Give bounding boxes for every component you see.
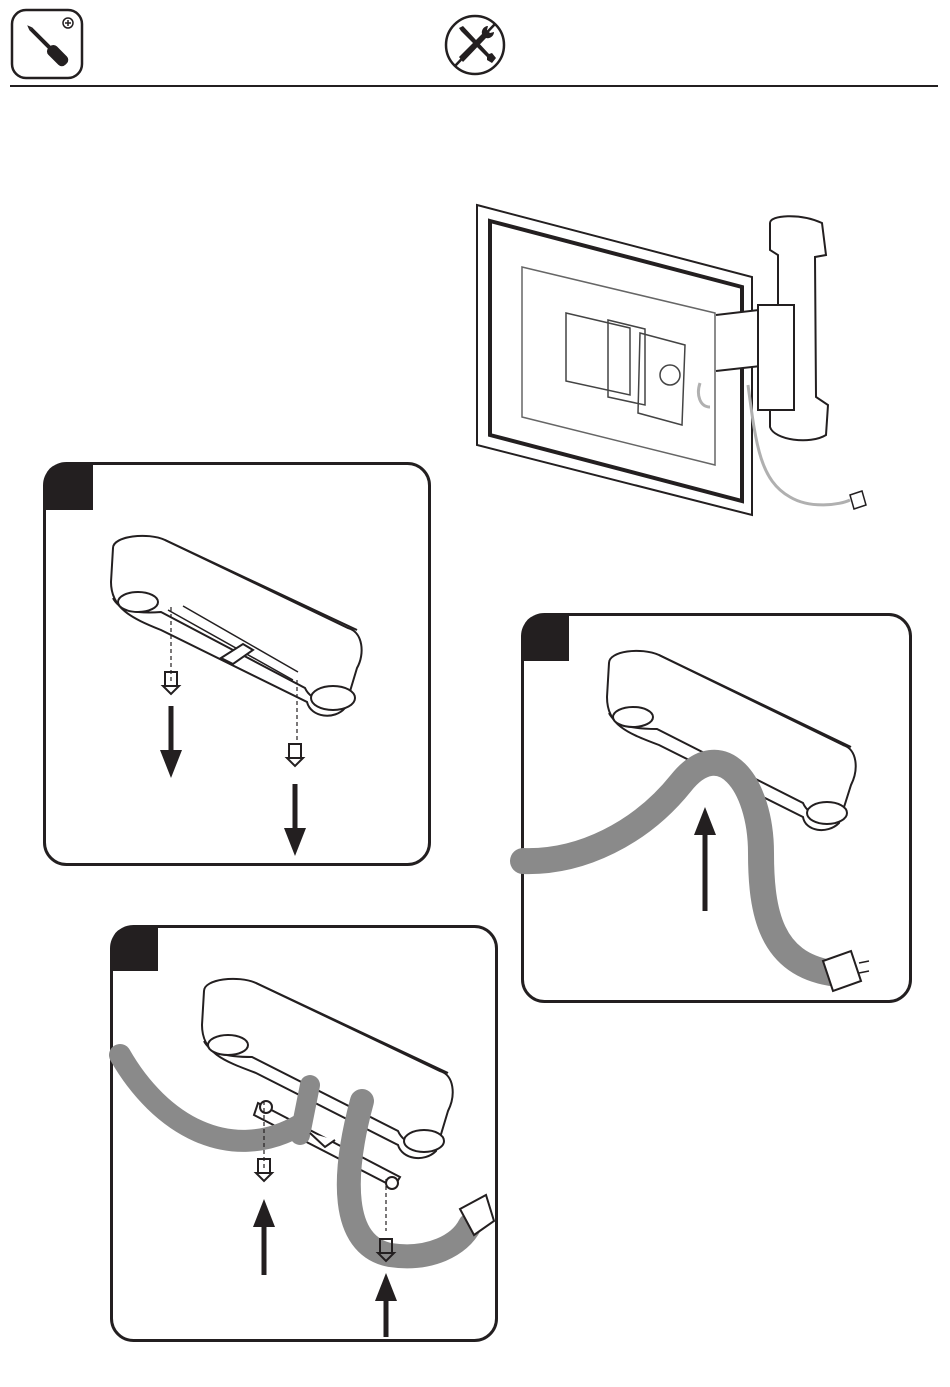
step-badge-1 xyxy=(45,464,94,511)
screwdriver-icon xyxy=(10,8,84,80)
crossed-tools-icon xyxy=(444,14,506,76)
tv-on-swing-arm-illustration xyxy=(470,195,890,525)
step-panel-3 xyxy=(110,925,498,1342)
header xyxy=(0,0,950,92)
step-panel-2 xyxy=(521,613,912,1003)
step-panel-1 xyxy=(43,462,431,866)
step-badge-3 xyxy=(112,927,159,972)
step-badge-2 xyxy=(523,615,570,662)
header-rule xyxy=(10,85,938,87)
